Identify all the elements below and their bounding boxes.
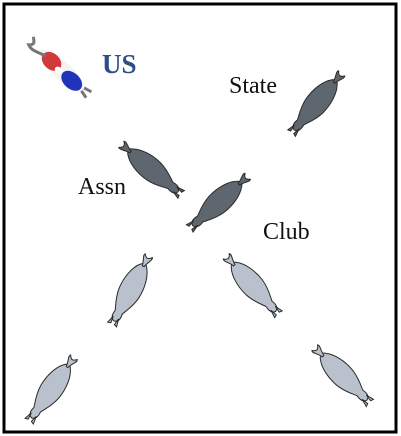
assn-label: Assn bbox=[78, 174, 126, 200]
state-label: State bbox=[229, 73, 277, 99]
club-label: Club bbox=[263, 219, 310, 245]
us-label: US bbox=[102, 49, 137, 79]
